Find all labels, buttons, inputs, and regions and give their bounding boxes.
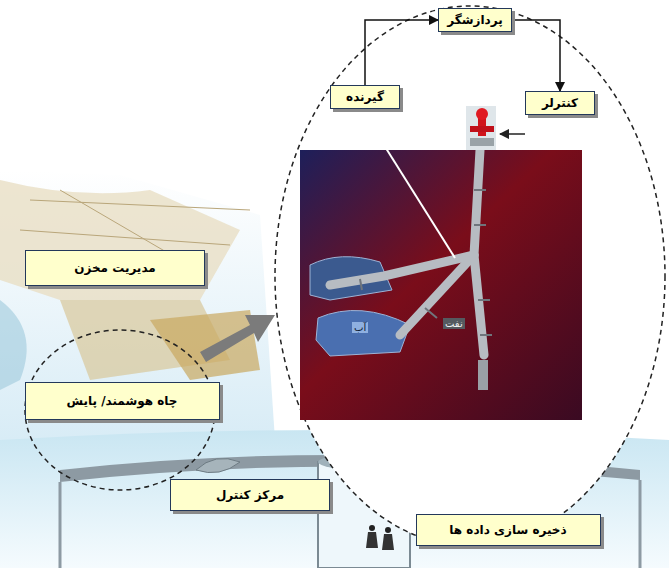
connector — [512, 20, 560, 91]
zoom-arrow — [200, 315, 275, 362]
terrain — [0, 180, 240, 300]
label-box: چاه هوشمند/ پایش — [25, 382, 220, 420]
pipe-end — [478, 360, 488, 390]
control-arrow — [500, 133, 525, 135]
box-text: مدیریت مخزن — [74, 261, 156, 275]
box-text: ذخیره سازی داده ها — [449, 523, 566, 537]
label-box: ذخیره سازی داده ها — [416, 514, 601, 546]
box-text: گیرنده — [346, 90, 384, 104]
process-box: پردازشگر — [438, 8, 512, 32]
box-text: مرکز کنترل — [216, 488, 284, 502]
water-label: آب — [352, 322, 368, 333]
box-text: پردازشگر — [447, 13, 502, 27]
process-box: کنترلر — [525, 91, 595, 115]
well-panel — [300, 150, 582, 420]
landscape — [0, 170, 275, 440]
valve-icon — [466, 106, 496, 150]
signal-arrow — [372, 126, 455, 258]
satellite-dish — [196, 458, 240, 472]
box-text: کنترلر — [542, 96, 578, 110]
label-box: مرکز کنترل — [170, 479, 330, 511]
terrain — [150, 310, 260, 380]
label-box: مدیریت مخزن — [25, 250, 205, 286]
oil-label: نفت — [443, 318, 465, 329]
process-box: گیرنده — [330, 85, 400, 109]
box-text: چاه هوشمند/ پایش — [67, 394, 178, 408]
zoom-circle — [275, 6, 665, 546]
connector — [365, 20, 438, 85]
people — [366, 525, 394, 550]
water — [0, 300, 27, 390]
